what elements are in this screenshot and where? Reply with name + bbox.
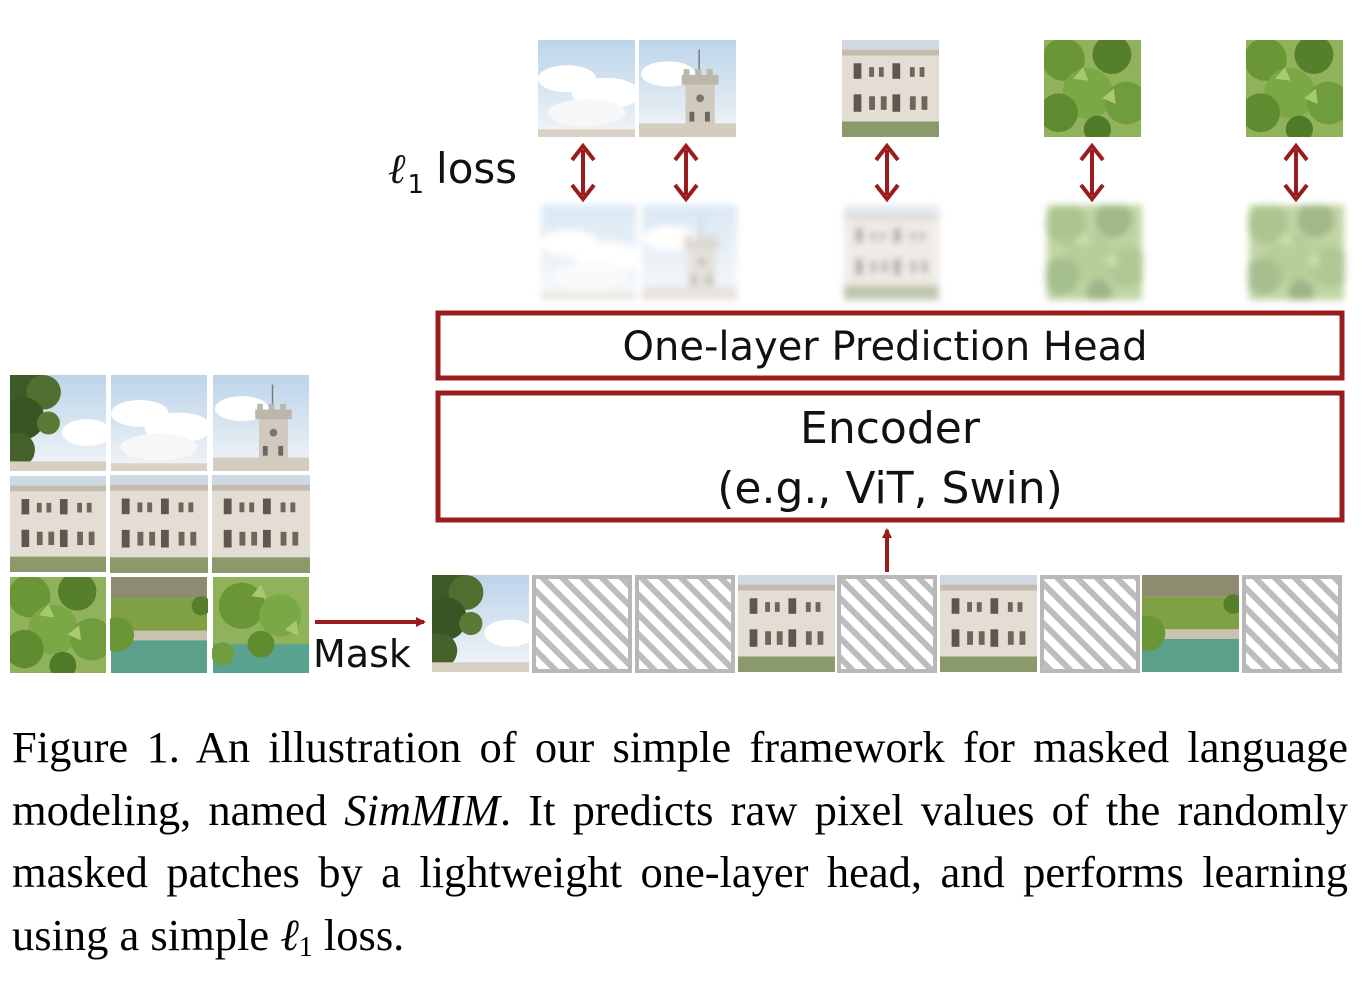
input-patch	[10, 375, 106, 471]
predicted-patches	[541, 205, 1345, 300]
input-patch	[212, 475, 310, 573]
loss-arrow	[1283, 142, 1309, 203]
encoder-title: Encoder	[800, 403, 981, 454]
masked-patch	[635, 575, 735, 673]
figure-caption: Figure 1. An illustration of our simple …	[12, 716, 1348, 966]
mask-label: Mask	[313, 632, 411, 676]
input-patch	[110, 577, 208, 673]
loss-symbol: ℓ	[388, 144, 406, 193]
target-patch	[842, 40, 939, 137]
loss-arrow	[570, 142, 596, 203]
caption-sub: 1	[298, 931, 313, 963]
masked-patch	[532, 575, 632, 673]
input-patch	[110, 475, 208, 573]
loss-text: loss	[436, 144, 517, 193]
caption-ell: ℓ	[280, 909, 299, 960]
visible-patch	[738, 575, 835, 672]
target-patch	[1044, 40, 1141, 137]
visible-patch	[1142, 575, 1239, 672]
target-patches	[538, 40, 1343, 137]
input-patch	[10, 476, 106, 572]
method-name: SimMIM	[344, 784, 500, 835]
input-patch	[111, 375, 208, 471]
target-patch	[538, 40, 635, 137]
input-patch	[212, 375, 310, 471]
predicted-patch	[1248, 205, 1345, 300]
input-patch	[10, 577, 106, 673]
predicted-patch	[844, 205, 939, 300]
loss-arrows	[570, 142, 1309, 203]
masked-patch	[1242, 575, 1342, 673]
masked-patch-sequence	[432, 575, 1342, 673]
loss-arrow	[874, 142, 900, 203]
predicted-patch	[641, 205, 738, 300]
prediction-head-box	[435, 310, 1345, 381]
loss-label: ℓ1 loss	[388, 144, 517, 200]
loss-subscript: 1	[408, 170, 425, 200]
visible-patch	[940, 575, 1037, 672]
predicted-patch	[541, 205, 637, 300]
encoder-box	[435, 390, 1345, 523]
loss-arrow	[673, 142, 699, 203]
caption-part1: Figure 1. An illustration of our simple …	[12, 722, 1348, 835]
input-image-grid	[10, 375, 310, 673]
input-patch	[212, 577, 309, 673]
target-patch	[1246, 40, 1343, 137]
visible-patch	[432, 575, 529, 672]
caption-part2: . It predicts raw pixel values of the ra…	[12, 784, 1348, 960]
masked-patch	[1040, 575, 1140, 673]
masked-patch	[837, 575, 937, 673]
predicted-patch	[1046, 205, 1143, 300]
encoder-examples: (e.g., ViT, Swin)	[717, 463, 1063, 514]
prediction-head-label: One-layer Prediction Head	[623, 324, 1148, 370]
simmim-diagram: Mask Encoder (e.g., ViT, Swin) One-layer…	[10, 40, 1345, 676]
caption-part3: loss.	[312, 909, 405, 960]
target-patch	[639, 40, 736, 137]
loss-arrow	[1079, 142, 1105, 203]
